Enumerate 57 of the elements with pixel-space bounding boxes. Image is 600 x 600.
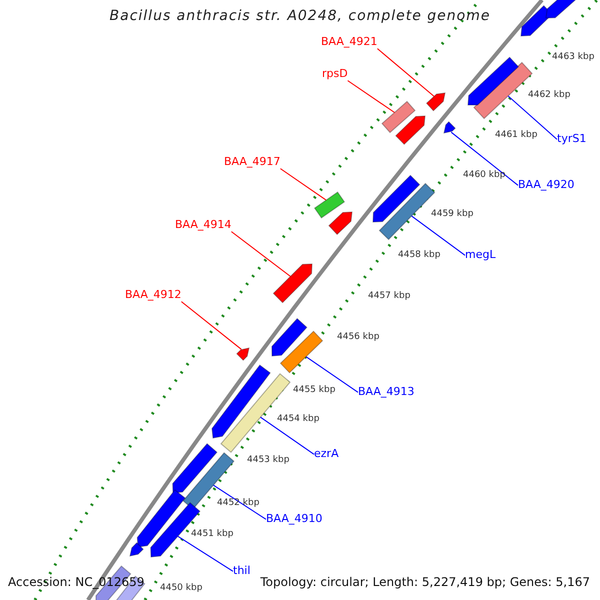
leader-line (306, 356, 358, 393)
scale-label: 4450 kbp (160, 583, 202, 594)
summary-text: Topology: circular; Length: 5,227,419 bp; Genes: 5,167 (260, 576, 590, 590)
leader-line (450, 132, 518, 186)
gene-label: BAA_4917 (224, 156, 280, 169)
gene-block (328, 211, 353, 236)
gene-label: BAA_4912 (125, 289, 182, 302)
leader-line (376, 48, 435, 97)
map-title: Bacillus anthracis str. A0248, complete genome (108, 8, 492, 24)
scale-label: 4462 kbp (528, 90, 570, 100)
gene-label: BAA_4913 (358, 386, 414, 399)
scale-label: 4451 kbp (191, 529, 234, 540)
gene-label: BAA_4920 (518, 179, 574, 192)
gene-bar (314, 191, 346, 219)
scale-label: 4460 kbp (463, 170, 506, 180)
leader-line (411, 216, 466, 256)
gene-block (129, 542, 144, 557)
gene-block (136, 489, 186, 548)
gene-block (372, 174, 420, 223)
leader-line (347, 80, 396, 113)
leader-line (180, 301, 242, 350)
leader-line (230, 231, 291, 277)
gene-label: BAA_4921 (321, 36, 378, 49)
scale-label: 4458 kbp (398, 250, 440, 260)
gene-block (426, 92, 446, 112)
gene-bar (381, 100, 416, 134)
gene-block (236, 347, 250, 361)
gene-label: megL (465, 249, 496, 262)
scale-label: 4456 kbp (337, 332, 380, 342)
scale-label: 4453 kbp (247, 455, 290, 466)
scale-label: 4457 kbp (368, 291, 410, 302)
gene-label: BAA_4914 (175, 219, 232, 232)
gene-block (172, 443, 218, 494)
leader-line (260, 416, 314, 455)
gene-block (272, 263, 313, 304)
leader-line (212, 484, 266, 520)
scale-label: 4463 kbp (552, 52, 594, 62)
scale-label: 4454 kbp (277, 414, 320, 424)
gene-block (467, 56, 520, 106)
scale-label: 4455 kbp (293, 385, 336, 396)
gene-block (271, 318, 308, 357)
gene-label: tyrS1 (557, 133, 586, 146)
scale-label: 4461 kbp (495, 130, 538, 140)
scale-label: 4459 kbp (431, 209, 474, 220)
gene-label: thil (233, 565, 250, 578)
gene-label: rpsD (322, 68, 348, 81)
gene-bar (280, 330, 324, 374)
leader-line (280, 168, 327, 201)
leader-line (508, 95, 558, 140)
accession-text: Accession: NC_012659 (8, 576, 144, 590)
gene-label: BAA_4910 (266, 513, 322, 526)
scale-label: 4452 kbp (217, 498, 260, 508)
gene-label: ezrA (314, 448, 339, 461)
gene-block (211, 364, 271, 439)
leader-line (177, 536, 234, 572)
gene-block (395, 115, 426, 145)
gene-block (443, 121, 456, 134)
